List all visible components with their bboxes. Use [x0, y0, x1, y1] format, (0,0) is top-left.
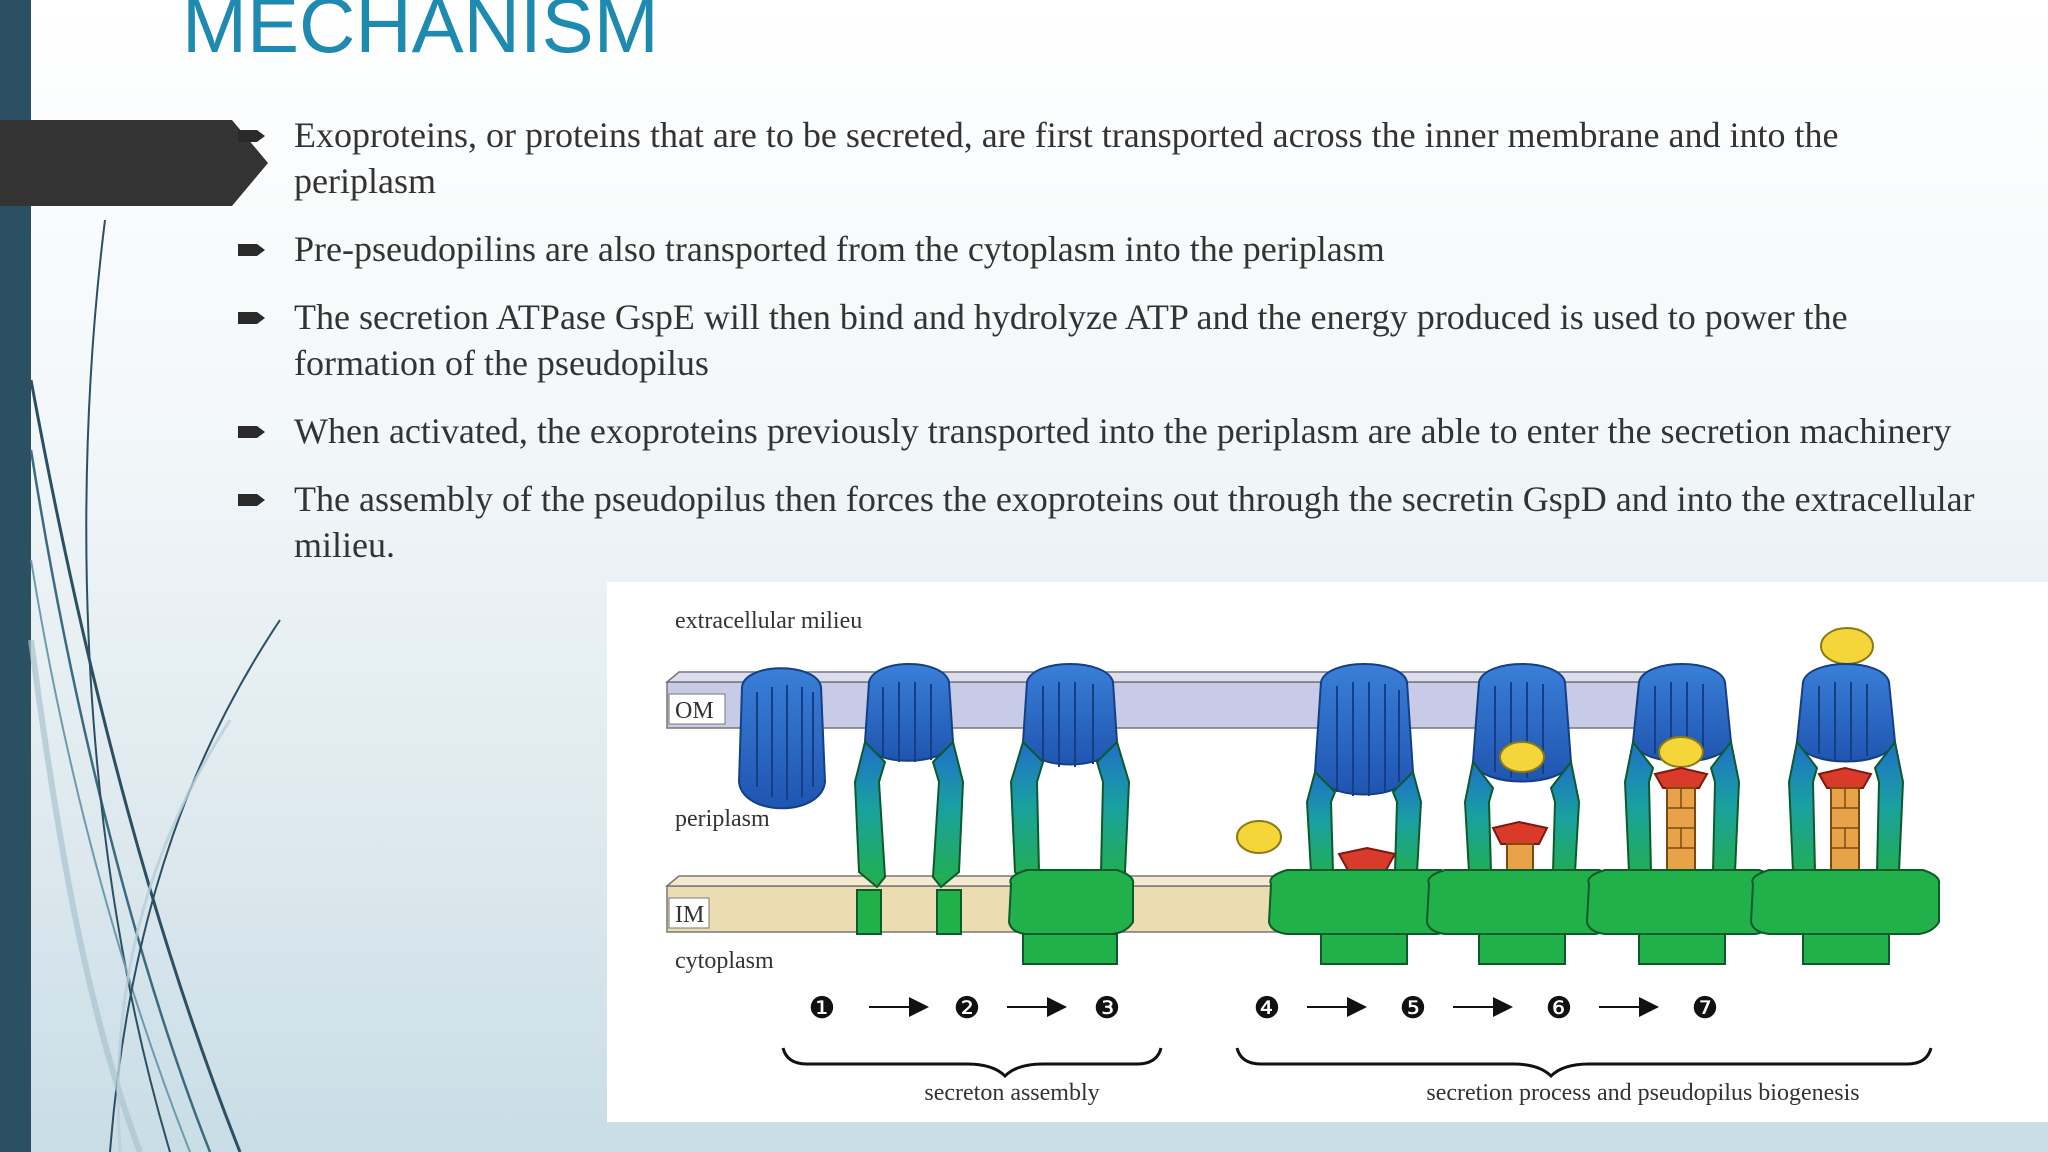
stage-4-secreton [1236, 663, 1459, 965]
bullet-list: Exoproteins, or proteins that are to be … [238, 112, 1978, 590]
bullet-arrow-icon [238, 426, 265, 438]
step-6: ❻ [1546, 992, 1573, 1025]
step-7: ❼ [1692, 992, 1719, 1025]
brace-secretion [1235, 1047, 1933, 1079]
stage-7-secreton [1749, 627, 1941, 965]
stage-6-secreton [1585, 663, 1777, 965]
bullet-item: When activated, the exoproteins previous… [238, 408, 1978, 454]
bullet-arrow-icon [238, 312, 265, 324]
bullet-item: The assembly of the pseudopilus then for… [238, 476, 1978, 568]
decorative-curves [28, 219, 281, 1152]
label-cytoplasm: cytoplasm [675, 948, 774, 974]
step-4: ❹ [1254, 992, 1281, 1025]
group-label-assembly: secreton assembly [924, 1080, 1099, 1106]
bullet-item: Pre-pseudopilins are also transported fr… [238, 226, 1978, 272]
label-im: IM [675, 902, 704, 928]
bullet-text: The assembly of the pseudopilus then for… [294, 479, 1975, 565]
bullet-arrow-icon [238, 244, 265, 256]
exoprotein-secreted [1820, 627, 1874, 665]
step-5: ❺ [1400, 992, 1427, 1025]
title-tab [0, 120, 268, 206]
slide-title: MECHANISM [182, 0, 659, 69]
group-label-secretion: secretion process and pseudopilus biogen… [1426, 1080, 1859, 1106]
step-1: ❶ [809, 992, 836, 1025]
step-2: ❷ [954, 992, 981, 1025]
bullet-arrow-icon [238, 494, 265, 506]
brace-assembly [781, 1047, 1163, 1079]
bullet-text: Pre-pseudopilins are also transported fr… [294, 229, 1385, 269]
bullet-text: Exoproteins, or proteins that are to be … [294, 115, 1839, 201]
step-sequence: ❶ ❷ ❸ ❹ ❺ ❻ ❼ [809, 992, 1719, 1025]
bullet-text: The secretion ATPase GspE will then bind… [294, 297, 1848, 383]
exoprotein [1658, 736, 1704, 768]
label-om: OM [675, 698, 714, 724]
bullet-item: Exoproteins, or proteins that are to be … [238, 112, 1978, 204]
exoprotein [1236, 820, 1282, 854]
step-3: ❸ [1094, 992, 1121, 1025]
bullet-arrow-icon [238, 130, 265, 142]
label-extracellular: extracellular milieu [675, 608, 862, 634]
secretion-diagram: extracellular milieu periplasm cytoplasm… [607, 582, 2048, 1122]
stage-2-secreton [853, 663, 965, 935]
label-periplasm: periplasm [675, 806, 770, 832]
stage-1-secretin [737, 667, 827, 810]
stage-3-secreton [1007, 663, 1135, 965]
bullet-item: The secretion ATPase GspE will then bind… [238, 294, 1978, 386]
bullet-text: When activated, the exoproteins previous… [294, 411, 1952, 451]
exoprotein [1499, 741, 1545, 773]
stage-5-secreton [1425, 663, 1617, 965]
